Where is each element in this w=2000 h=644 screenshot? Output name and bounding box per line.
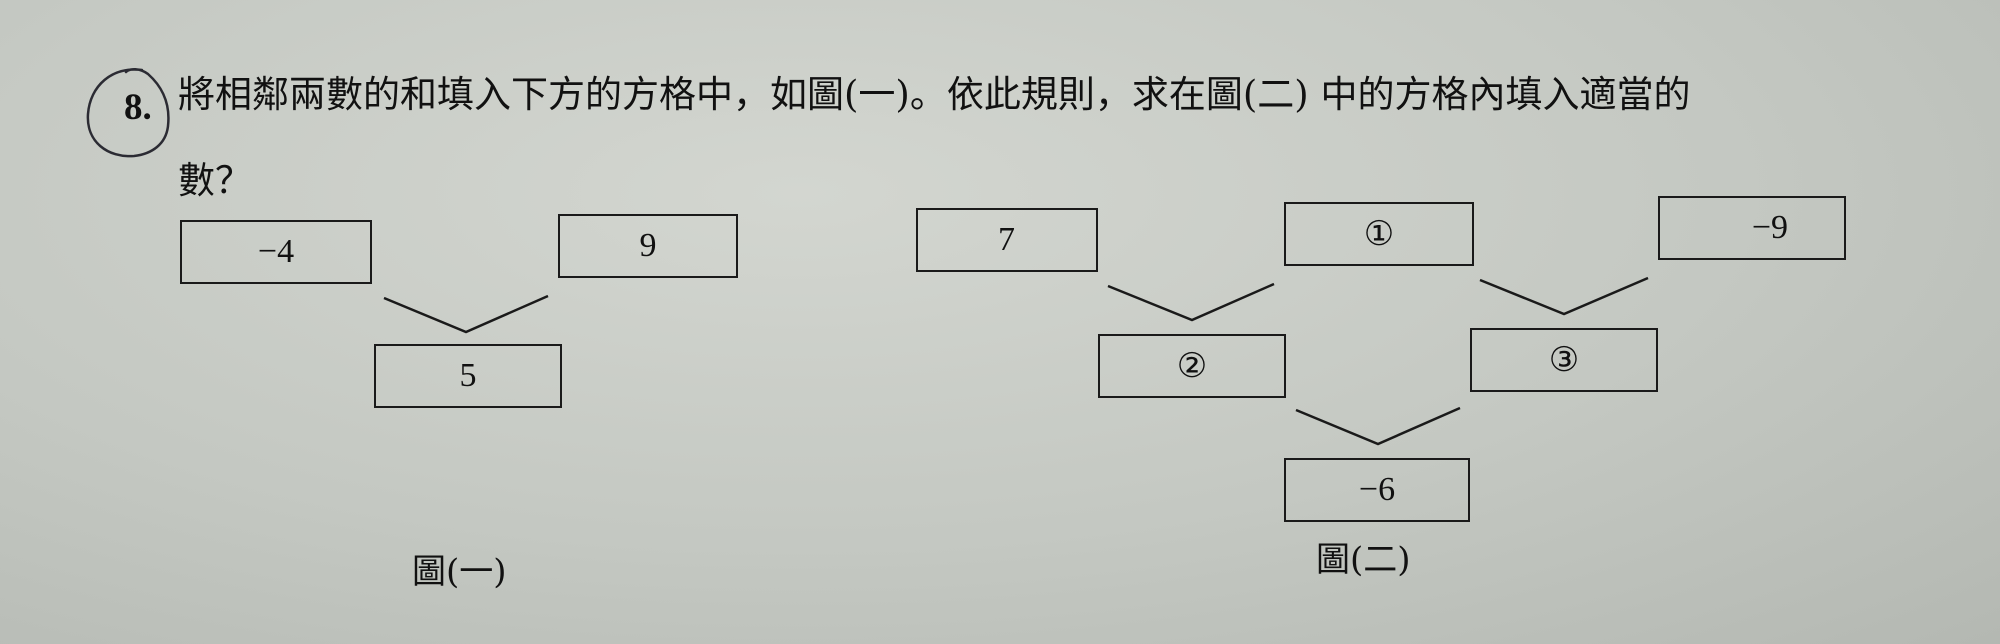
fig2-top-right-box: −9 [1658,196,1846,260]
fig2-caption: 圖(二) [1316,540,1411,580]
fig2-connector-right [1479,276,1649,316]
fig1-connector [383,294,549,334]
fig2-bottom-box: −6 [1284,458,1470,522]
fig1-top-left-box: −4 [180,220,372,284]
fig1-caption: 圖(一) [412,552,507,592]
fig1-bottom-box: 5 [374,344,562,408]
question-text-line1: 將相鄰兩數的和填入下方的方格中，如圖(一)。依此規則，求在圖(二) 中的方格內填… [178,73,1691,116]
fig2-connector-bottom [1295,406,1461,446]
fig2-top-left-box: 7 [916,208,1098,272]
fig2-middle-right-box: ③ [1470,328,1658,392]
question-number: 8. [124,87,152,128]
fig2-top-middle-box: ① [1284,202,1474,266]
fig2-middle-left-box: ② [1098,334,1286,398]
question-text-line2: 數？ [178,159,252,202]
fig1-top-right-box: 9 [558,214,738,278]
fig2-connector-left [1107,282,1275,322]
